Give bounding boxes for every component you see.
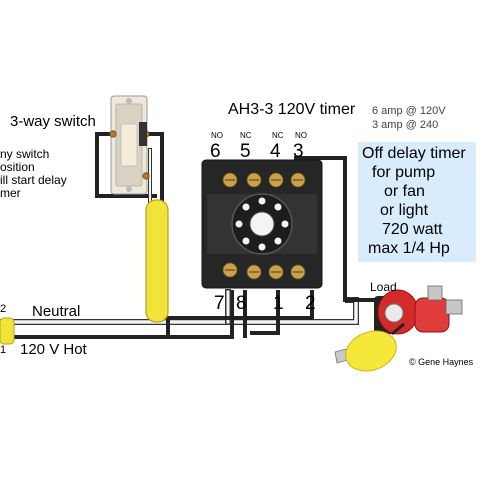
switch-note-line-1: ny switch: [0, 147, 50, 161]
hot-label: 120 V Hot: [20, 341, 87, 358]
info-line-3: or fan: [384, 183, 425, 200]
terminal-4-number: 4: [270, 141, 281, 162]
timer-rating-2: 3 amp @ 240: [372, 119, 439, 131]
switch-note-line-3: ill start delay: [0, 173, 67, 187]
circulator-pump-icon: [374, 285, 463, 335]
load-wire: [294, 156, 382, 302]
toggle-switch-icon: [109, 95, 150, 195]
credit: © Gene Haynes: [409, 357, 474, 367]
terminal2-wire: [166, 290, 314, 337]
conduit-left: [0, 317, 15, 345]
info-line-5: 720 watt: [382, 221, 443, 238]
neutral-label: Neutral: [32, 303, 81, 320]
terminal-5-number: 5: [240, 141, 251, 162]
hot-tag: 1: [0, 344, 7, 356]
switch-wire-left: [95, 132, 157, 198]
info-box-background: [358, 142, 476, 262]
terminal-3-number: 3: [293, 141, 304, 162]
switch-note-line-2: osition: [0, 160, 35, 174]
light-bulb-icon: [334, 322, 405, 372]
terminal1-wire: [250, 290, 280, 335]
info-line-6: max 1/4 Hp: [368, 240, 450, 257]
conduit-layer: [0, 199, 169, 345]
timer-rating-1: 6 amp @ 120V: [372, 105, 446, 117]
info-line-1: Off delay timer: [362, 145, 466, 162]
terminal-8-number: 8: [236, 293, 247, 314]
conduit-vertical: [145, 199, 169, 323]
switch-title: 3-way switch: [10, 113, 96, 130]
terminal-6-type: NO: [211, 131, 223, 140]
hot-wire: [0, 290, 234, 339]
load-label: Load: [370, 280, 397, 294]
info-line-2: for pump: [372, 164, 436, 181]
terminal-4-type: NC: [272, 131, 284, 140]
terminal-2-number: 2: [305, 293, 316, 314]
neutral-tag: 2: [0, 303, 7, 315]
info-line-4: or light: [380, 202, 429, 219]
terminal-5-type: NC: [240, 131, 252, 140]
terminal-6-number: 6: [210, 141, 221, 162]
terminal-3-type: NO: [295, 131, 307, 140]
terminal-1-number: 1: [273, 293, 284, 314]
terminal-7-number: 7: [214, 293, 225, 314]
octal-timer-relay-icon: [201, 159, 323, 289]
switch-note-line-4: mer: [0, 186, 21, 200]
switch-wire-right: [146, 132, 164, 210]
wire-layer: [0, 132, 382, 339]
timer-title: AH3-3 120V timer: [228, 101, 356, 118]
